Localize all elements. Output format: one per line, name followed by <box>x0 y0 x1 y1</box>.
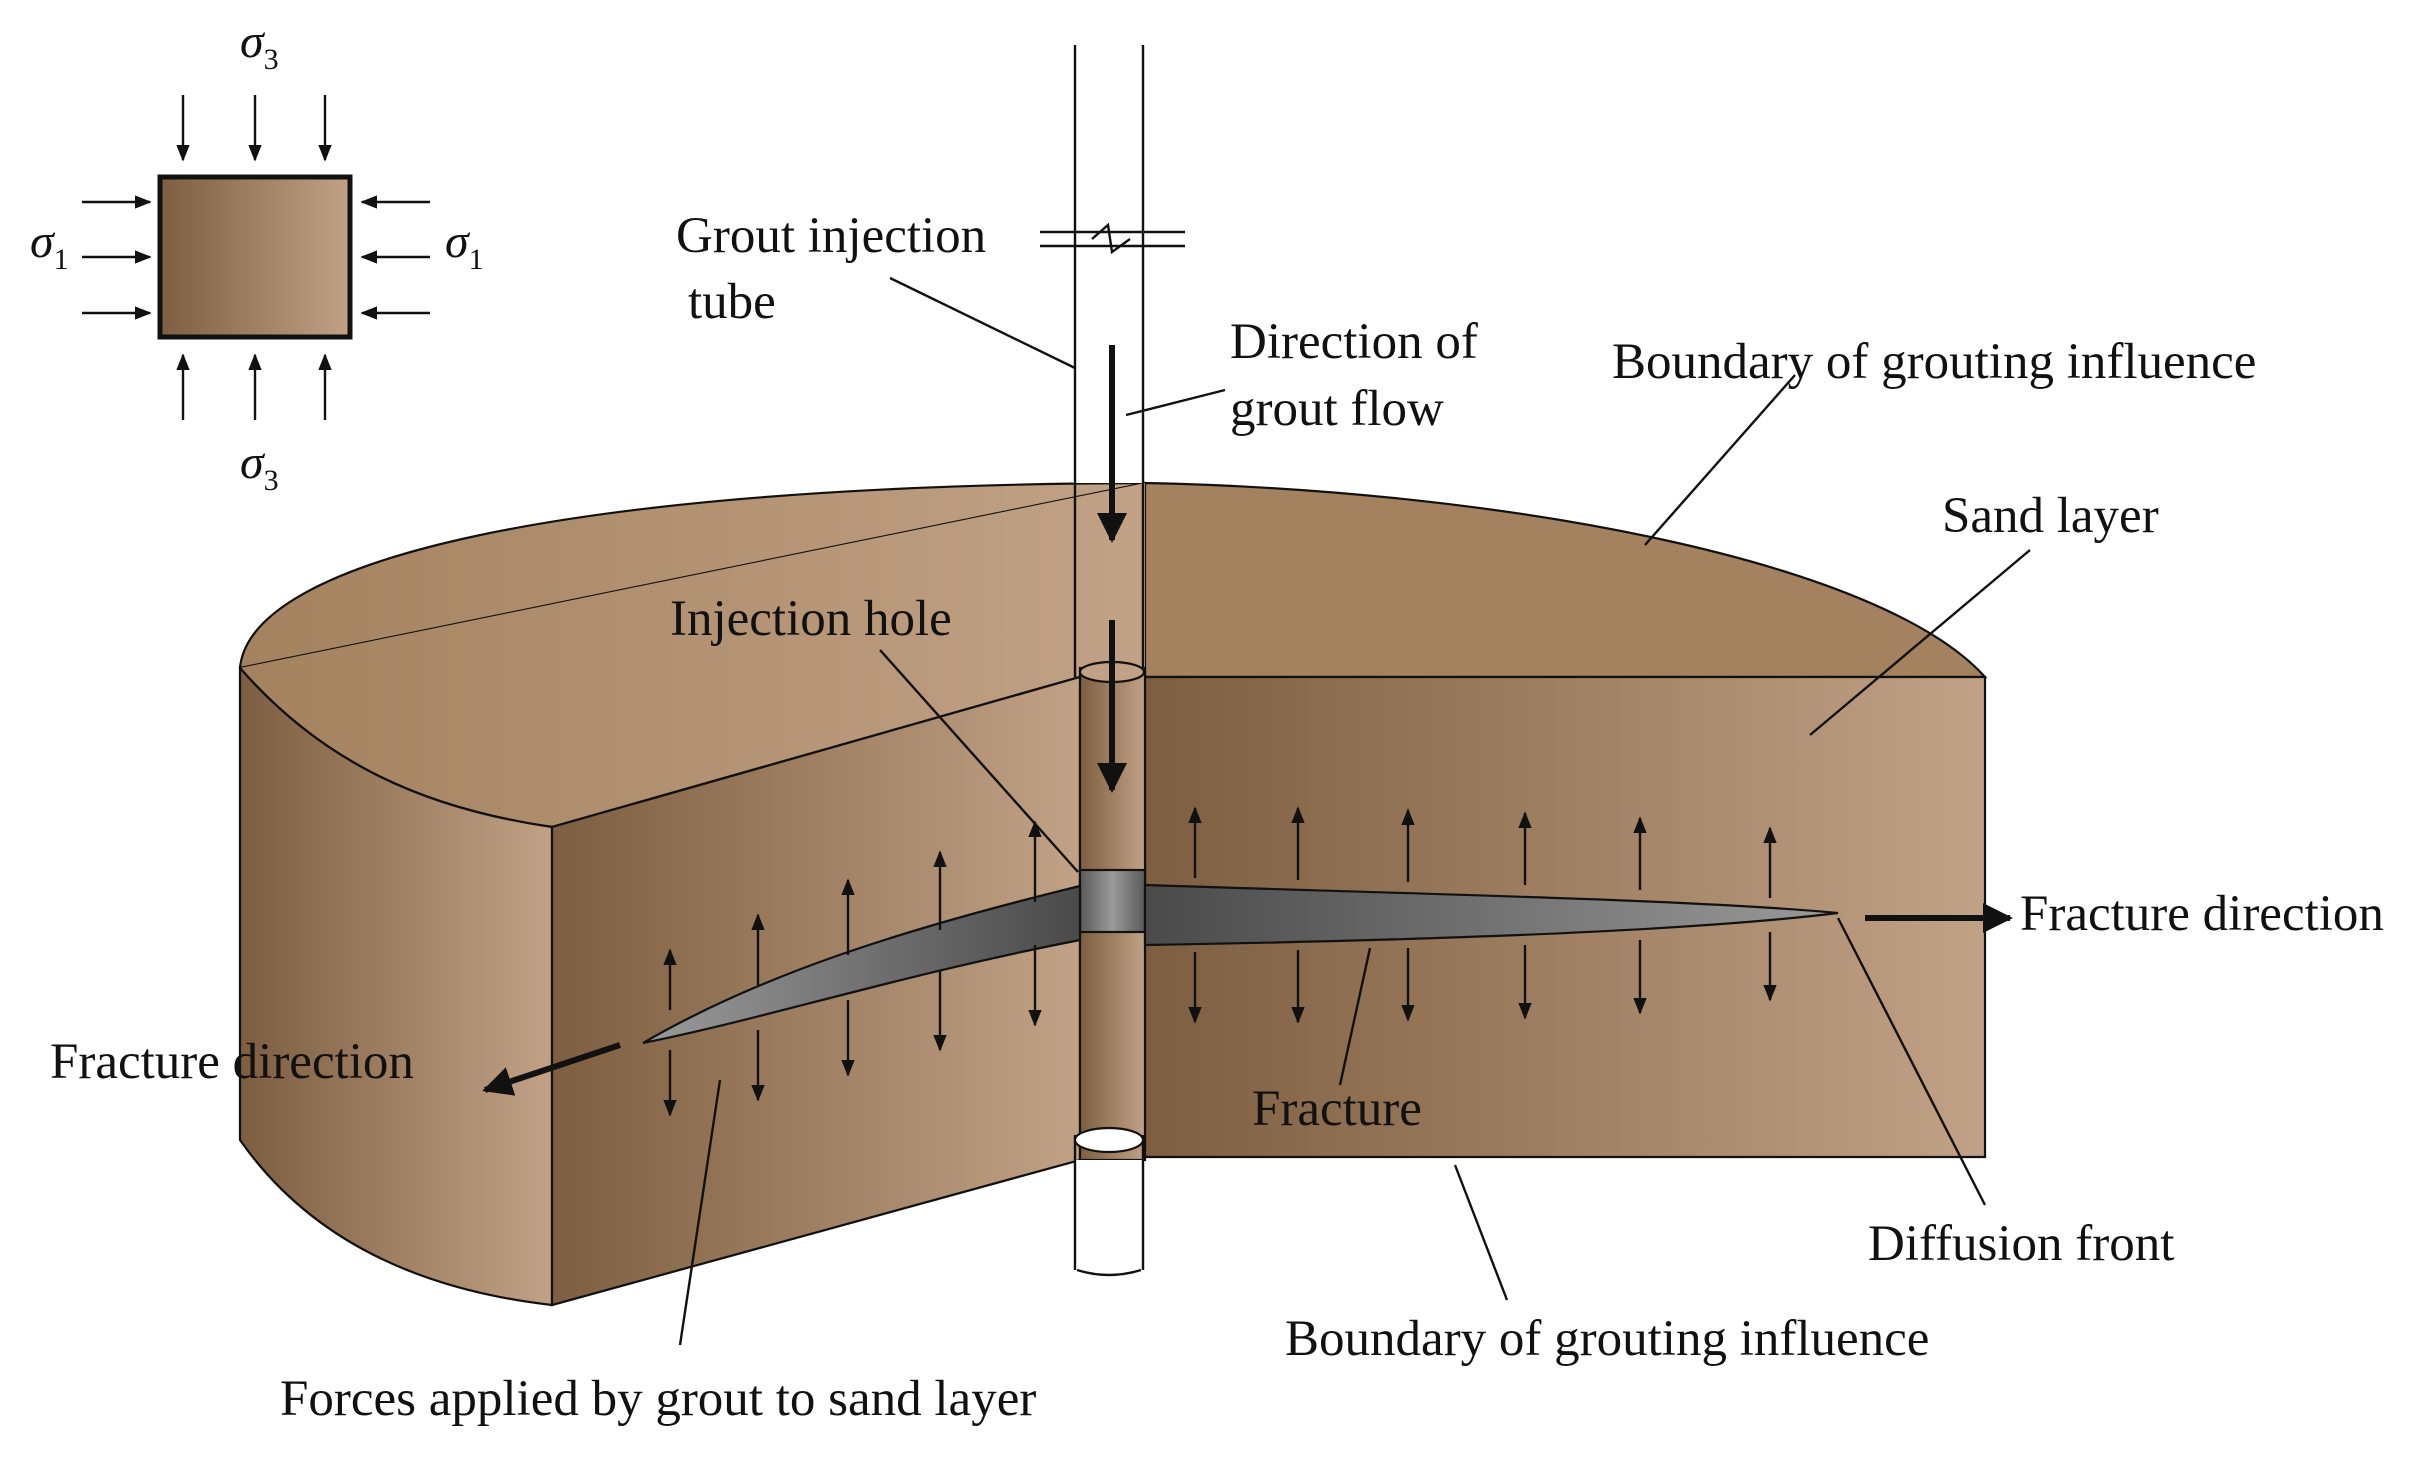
stress-element: σ3 σ3 σ1 σ1 <box>30 15 484 497</box>
sigma3-top-label: σ3 <box>240 15 279 76</box>
label-sand-layer: Sand layer <box>1942 488 2159 544</box>
label-boundary-bottom: Boundary of grouting influence <box>1285 1311 1929 1367</box>
top-face-right <box>1143 481 1988 679</box>
label-grout-injection-tube-1: Grout injection <box>676 208 986 264</box>
label-fracture-direction-right: Fracture direction <box>2020 886 2384 942</box>
label-fracture-direction-left: Fracture direction <box>50 1034 414 1090</box>
fracture-direction-arrow-left <box>482 1042 621 1096</box>
injection-hole-band <box>1078 868 1147 934</box>
sigma3-arrows-top <box>176 95 332 162</box>
label-diffusion-front: Diffusion front <box>1868 1216 2174 1272</box>
label-forces-applied: Forces applied by grout to sand layer <box>280 1371 1036 1427</box>
label-fracture: Fracture <box>1252 1081 1422 1137</box>
stress-element-square <box>157 174 353 340</box>
labels: Grout injection tube Direction of grout … <box>50 208 2384 1427</box>
sigma1-left-label: σ1 <box>30 215 69 276</box>
label-boundary-top: Boundary of grouting influence <box>1612 334 2256 390</box>
fracture <box>642 883 1839 1045</box>
tube-break-mark <box>1091 222 1131 255</box>
sigma3-arrows-bottom <box>176 353 332 420</box>
label-injection-hole: Injection hole <box>670 591 952 647</box>
force-arrows <box>663 806 1777 1117</box>
fracture-right-wing <box>1143 883 1839 947</box>
label-direction-of-grout-flow-2: grout flow <box>1230 381 1444 437</box>
sigma1-right-label: σ1 <box>445 215 484 276</box>
top-face-front <box>240 483 1145 827</box>
sigma1-arrows-right <box>360 195 430 320</box>
label-direction-of-grout-flow-1: Direction of <box>1230 314 1478 370</box>
sigma1-arrows-left <box>82 195 152 320</box>
leader-lines <box>678 276 2031 1346</box>
sigma3-bottom-label: σ3 <box>240 436 279 497</box>
label-grout-injection-tube-2: tube <box>688 274 776 330</box>
fracture-left-wing <box>642 884 1082 1045</box>
